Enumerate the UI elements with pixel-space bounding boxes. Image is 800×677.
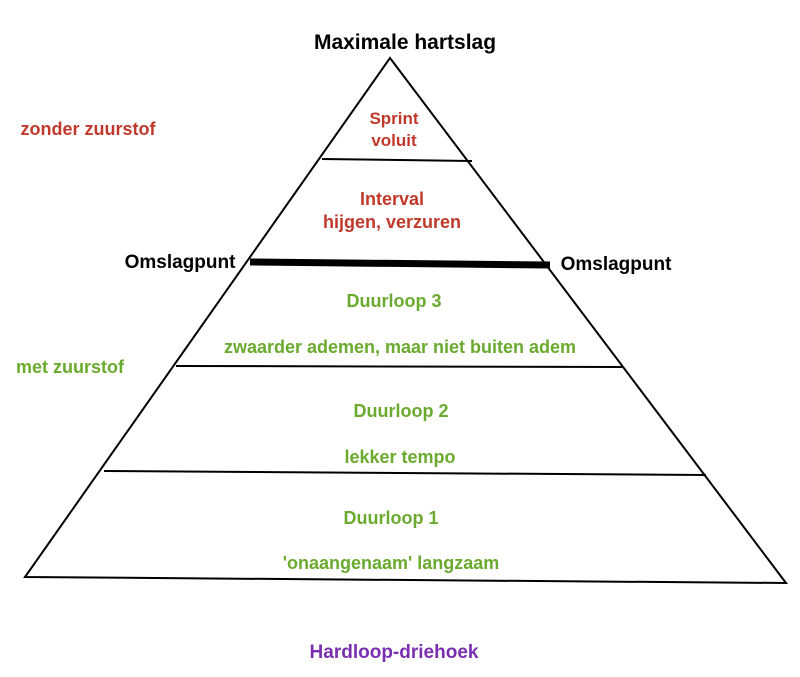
zone-duurloop3-name: Duurloop 3 (347, 291, 442, 311)
label-anaerobic: zonder zuurstof (21, 119, 157, 139)
divider-duurloop3-duurloop2 (175, 365, 624, 368)
zone-duurloop3-description: zwaarder ademen, maar niet buiten adem (224, 337, 576, 357)
threshold-divider (249, 258, 551, 269)
pyramid-outline (23, 56, 789, 585)
zone-sprint-description: voluit (371, 131, 417, 150)
zone-interval-name: Interval (360, 189, 424, 209)
diagram-title: Maximale hartslag (314, 31, 496, 54)
zone-duurloop1-description: 'onaangenaam' langzaam (283, 553, 500, 573)
zone-duurloop2-name: Duurloop 2 (354, 401, 449, 421)
zone-duurloop2-description: lekker tempo (344, 447, 455, 467)
label-aerobic: met zuurstof (16, 357, 125, 377)
diagram-caption: Hardloop-driehoek (310, 642, 479, 663)
divider-sprint-interval (321, 158, 473, 162)
threshold-label-right: Omslagpunt (561, 254, 673, 275)
divider-duurloop2-duurloop1 (103, 470, 707, 476)
zone-duurloop1-name: Duurloop 1 (344, 508, 439, 528)
threshold-label-left: Omslagpunt (125, 252, 237, 273)
zone-interval-description: hijgen, verzuren (323, 212, 461, 232)
zone-sprint-name: Sprint (369, 109, 418, 128)
